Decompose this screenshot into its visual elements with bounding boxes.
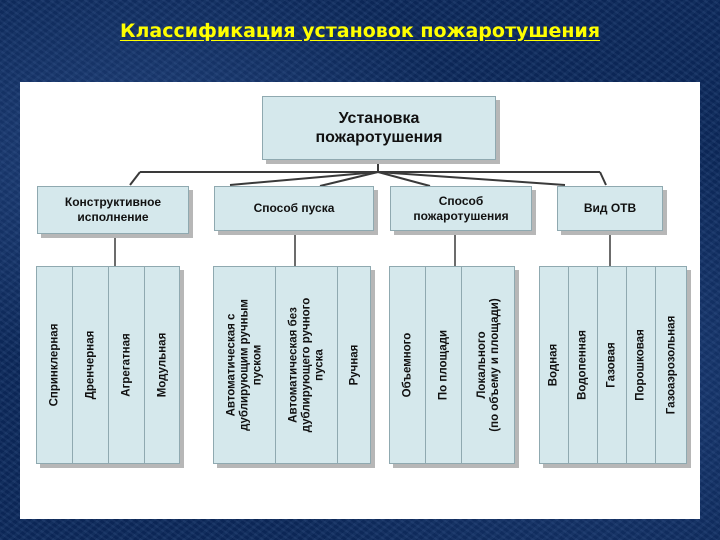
group-extinguishing-method: Объемного По площади Локального (по объе… (389, 266, 515, 464)
leaf-item: Дренчерная (73, 267, 109, 463)
leaf-label: Локального (по объему и площади) (476, 298, 501, 432)
group-start-method: Автоматическая с дублирующим ручным пуск… (213, 266, 371, 464)
root-node: Установка пожаротушения (262, 96, 496, 160)
leaf-item: Автоматическая с дублирующим ручным пуск… (214, 267, 276, 463)
category-label: Способ пожаротушения (413, 193, 509, 223)
leaf-item: По площади (426, 267, 462, 463)
leaf-item: Объемного (390, 267, 426, 463)
leaf-item: Порошковая (627, 267, 656, 463)
category-label: Способ пуска (253, 201, 335, 215)
leaf-item: Локального (по объему и площади) (462, 267, 516, 463)
diagram-panel: Установка пожаротушения Конструктивное и… (20, 82, 700, 519)
leaf-label: Объемного (401, 332, 413, 398)
leaf-label: Газовая (605, 342, 618, 388)
leaf-label: Спринклерная (48, 323, 60, 407)
leaf-item: Газовая (598, 267, 627, 463)
leaf-item: Газоаэрозольная (656, 267, 688, 463)
connector-lines (114, 160, 611, 266)
leaf-label: Автоматическая с дублирующим ручным пуск… (225, 299, 263, 431)
leaf-label: Дренчерная (84, 330, 96, 400)
leaf-item: Автоматическая без дублирующего ручного … (276, 267, 338, 463)
group-agent-type: Водная Водопенная Газовая Порошковая Газ… (539, 266, 687, 464)
category-construction: Конструктивное исполнение (37, 186, 189, 234)
slide-title: Классификация установок пожаротушения (119, 20, 601, 42)
leaf-item: Спринклерная (37, 267, 73, 463)
leaf-label: Водопенная (576, 330, 589, 400)
leaf-item: Агрегатная (109, 267, 145, 463)
category-extinguishing-method: Способ пожаротушения (390, 186, 532, 231)
category-start-method: Способ пуска (214, 186, 374, 231)
leaf-label: Водная (547, 343, 560, 387)
category-label: Конструктивное исполнение (64, 195, 162, 224)
category-agent-type: Вид ОТВ (557, 186, 663, 231)
group-construction: Спринклерная Дренчерная Агрегатная Модул… (36, 266, 180, 464)
leaf-item: Модульная (145, 267, 181, 463)
leaf-item: Ручная (338, 267, 372, 463)
leaf-label: Автоматическая без дублирующего ручного … (287, 297, 325, 433)
leaf-label: Газоаэрозольная (665, 315, 678, 415)
leaf-label: Порошковая (634, 329, 647, 401)
leaf-label: Агрегатная (120, 333, 132, 397)
leaf-label: Модульная (156, 332, 169, 398)
leaf-label: По площади (437, 329, 449, 401)
category-label: Вид ОТВ (583, 201, 637, 215)
leaf-item: Водная (540, 267, 569, 463)
leaf-label: Ручная (348, 344, 361, 386)
leaf-item: Водопенная (569, 267, 598, 463)
root-label: Установка пожаротушения (315, 110, 443, 146)
